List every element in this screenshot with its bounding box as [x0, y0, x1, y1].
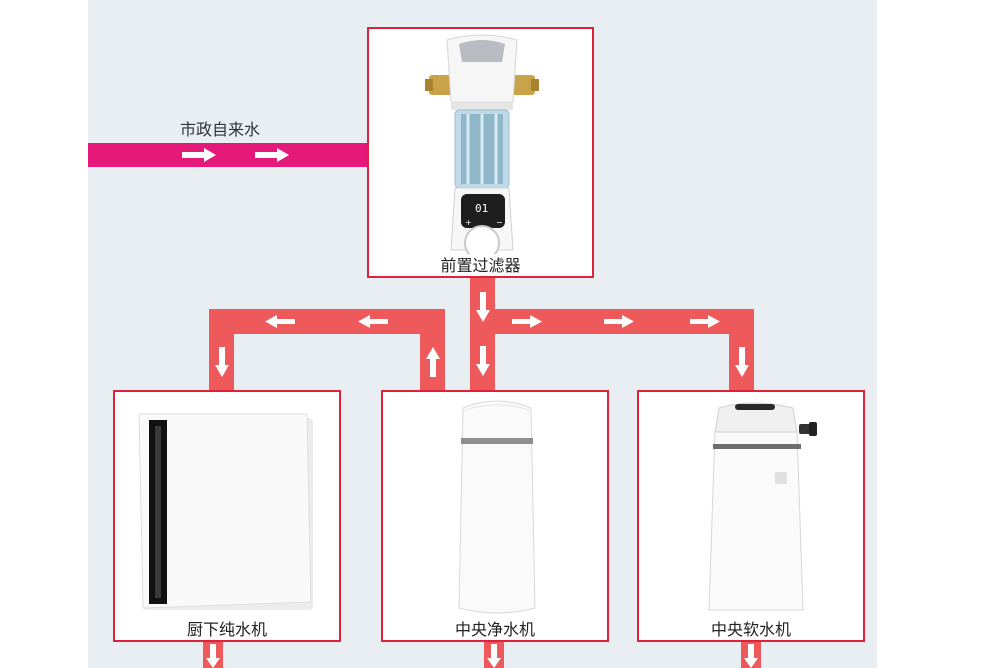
- down-arrow-icon: [476, 346, 490, 376]
- svg-text:−: −: [496, 218, 503, 227]
- right-arrow-icon: [255, 148, 289, 162]
- up-arrow-icon: [426, 347, 440, 377]
- down-arrow-icon: [476, 292, 490, 322]
- right-arrow-icon: [512, 315, 542, 328]
- device-box: 厨下纯水机: [113, 390, 341, 642]
- pipe-left-horizontal: [209, 309, 445, 334]
- right-arrow-icon: [690, 315, 720, 328]
- down-arrow-icon: [215, 347, 229, 377]
- prefilter-display-text: 01: [475, 202, 488, 215]
- purifier-image: [455, 398, 539, 620]
- inlet-pipe: [88, 143, 369, 167]
- inlet-label: 市政自来水: [180, 116, 260, 140]
- softener-image: [705, 400, 821, 618]
- prefilter-label: 前置过滤器: [369, 252, 592, 276]
- device-box: 中央软水机: [637, 390, 865, 642]
- right-arrow-icon: [182, 148, 216, 162]
- down-arrow-icon: [206, 644, 220, 668]
- prefilter-box: 01 + − 前置过滤器: [367, 27, 594, 278]
- svg-text:+: +: [465, 218, 472, 227]
- down-arrow-icon: [744, 644, 758, 668]
- prefilter-image: 01 + −: [423, 32, 541, 254]
- device-label: 中央软水机: [639, 616, 863, 640]
- left-arrow-icon: [265, 315, 295, 328]
- device-box: 中央净水机: [381, 390, 609, 642]
- device-label: 厨下纯水机: [115, 616, 339, 640]
- left-arrow-icon: [358, 315, 388, 328]
- purifier-image: [135, 412, 317, 612]
- down-arrow-icon: [735, 347, 749, 377]
- device-label: 中央净水机: [383, 616, 607, 640]
- right-arrow-icon: [604, 315, 634, 328]
- down-arrow-icon: [487, 644, 501, 668]
